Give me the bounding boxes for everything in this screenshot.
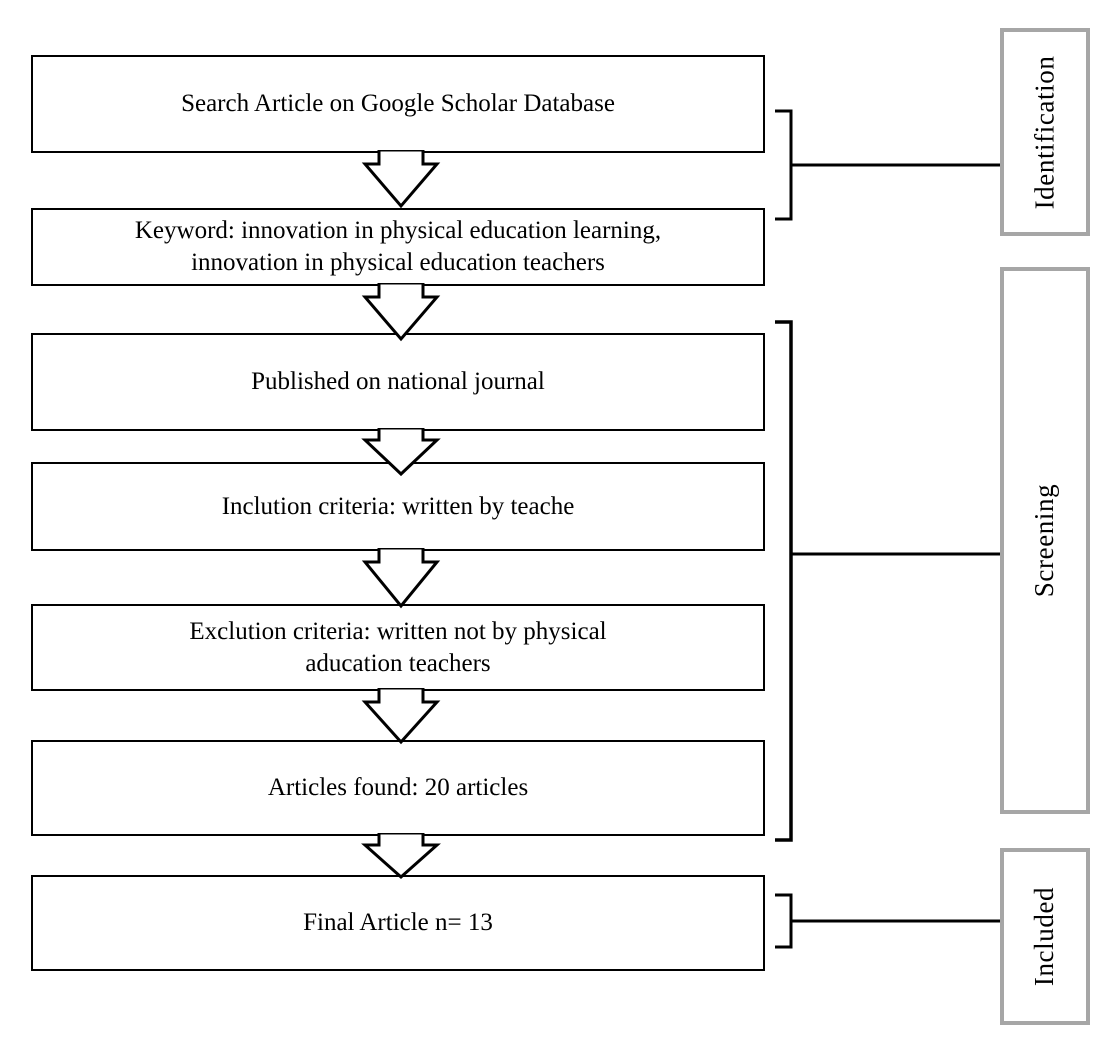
hollow-down-arrow-icon (355, 688, 447, 746)
hollow-down-arrow-icon (355, 283, 447, 343)
hollow-down-arrow-icon (355, 428, 447, 478)
flow-box-label: Exclution criteria: written not by physi… (189, 617, 607, 677)
stage-label-box-screening: Screening (1000, 267, 1090, 814)
stage-bracket-screening (770, 316, 1005, 846)
stage-label-box-identification: Identification (1000, 28, 1090, 236)
flow-box-published-national-journal: Published on national journal (31, 333, 765, 431)
stage-bracket-included (770, 890, 1005, 952)
flow-box-final-article: Final Article n= 13 (31, 875, 765, 971)
flow-box-search-article: Search Article on Google Scholar Databas… (31, 55, 765, 153)
stage-label-box-included: Included (1000, 848, 1090, 1025)
stage-label-text: Included (1029, 886, 1060, 987)
flow-box-label: Keyword: innovation in physical educatio… (134, 217, 662, 276)
flow-box-articles-found: Articles found: 20 articles (31, 740, 765, 836)
stage-label-text: Identification (1029, 55, 1060, 209)
flow-box-label: Final Article n= 13 (303, 909, 493, 936)
flow-box-label: Inclution criteria: written by teache (221, 492, 575, 520)
hollow-down-arrow-icon (355, 833, 447, 881)
flow-box-label: Articles found: 20 articles (267, 774, 529, 801)
flow-box-keyword: Keyword: innovation in physical educatio… (31, 208, 765, 286)
stage-bracket-identification (770, 105, 1005, 225)
flow-box-inclusion-criteria: Inclution criteria: written by teache (31, 462, 765, 551)
flow-box-exclusion-criteria: Exclution criteria: written not by physi… (31, 604, 765, 691)
flow-box-label: Search Article on Google Scholar Databas… (181, 90, 615, 117)
flow-box-label: Published on national journal (251, 368, 545, 395)
stage-label-text: Screening (1029, 483, 1060, 598)
hollow-down-arrow-icon (355, 548, 447, 610)
hollow-down-arrow-icon (355, 150, 447, 210)
